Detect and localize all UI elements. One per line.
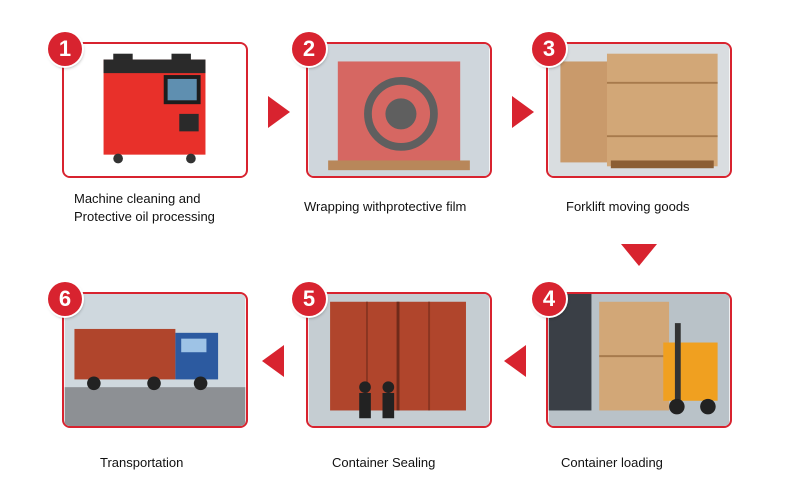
step-3-caption: Forklift moving goods — [566, 199, 690, 214]
step-1-caption-line1: Machine cleaning and — [74, 191, 201, 206]
step-4: 4 — [532, 282, 738, 432]
step-1-photo — [62, 42, 248, 178]
step-6: 6 — [48, 282, 254, 432]
step-4-photo — [546, 292, 732, 428]
step-3: 3 — [532, 32, 738, 182]
arrow-left-icon — [504, 345, 526, 377]
truck-transport-illustration — [64, 294, 246, 426]
arrow-left-icon — [262, 345, 284, 377]
step-6-caption: Transportation — [100, 455, 184, 470]
arrow-down-icon — [621, 244, 657, 266]
step-number-badge: 3 — [532, 32, 566, 66]
step-5-caption: Container Sealing — [332, 455, 436, 470]
step-1-caption-line2: Protective oil processing — [74, 209, 215, 224]
step-2-caption: Wrapping withprotective film — [304, 199, 467, 214]
container-loading-illustration — [548, 294, 730, 426]
step-number-badge: 1 — [48, 32, 82, 66]
step-number-badge: 6 — [48, 282, 82, 316]
step-4-caption: Container loading — [561, 455, 663, 470]
step-3-photo — [546, 42, 732, 178]
step-number-badge: 4 — [532, 282, 566, 316]
step-2: 2 — [292, 32, 498, 182]
wrapped-machine-illustration — [308, 44, 490, 176]
step-5: 5 — [292, 282, 498, 432]
step-6-photo — [62, 292, 248, 428]
machine-illustration — [64, 44, 246, 176]
step-1-caption: Machine cleaning and Protective oil proc… — [74, 190, 215, 226]
wooden-crates-illustration — [548, 44, 730, 176]
arrow-right-icon — [268, 96, 290, 128]
step-1: 1 — [48, 32, 254, 182]
step-number-badge: 5 — [292, 282, 326, 316]
step-5-photo — [306, 292, 492, 428]
arrow-right-icon — [512, 96, 534, 128]
container-sealing-illustration — [308, 294, 490, 426]
step-number-badge: 2 — [292, 32, 326, 66]
step-2-photo — [306, 42, 492, 178]
